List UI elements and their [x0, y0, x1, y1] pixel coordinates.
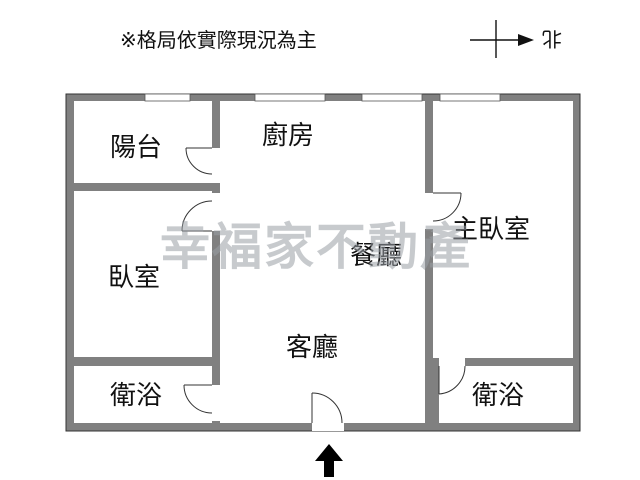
- room-master-bedroom: 主臥室: [452, 215, 530, 245]
- doors: [181, 147, 466, 431]
- north-arrow-icon: [470, 20, 534, 58]
- room-kitchen: 廚房: [262, 121, 314, 151]
- room-bath-right: 衛浴: [472, 381, 524, 411]
- entrance-arrow-icon: [315, 444, 343, 477]
- layout-note: ※格局依實際現況為主: [120, 28, 317, 52]
- room-bedroom: 臥室: [108, 263, 160, 293]
- walls: [65, 93, 581, 432]
- room-balcony: 陽台: [110, 133, 162, 163]
- watermark: 幸福家不動產: [160, 218, 472, 276]
- room-bath-left: 衛浴: [110, 381, 162, 411]
- room-living: 客廳: [286, 333, 338, 363]
- room-dining: 餐廳: [350, 241, 402, 271]
- windows: [144, 93, 501, 102]
- north-label: 北: [542, 27, 562, 51]
